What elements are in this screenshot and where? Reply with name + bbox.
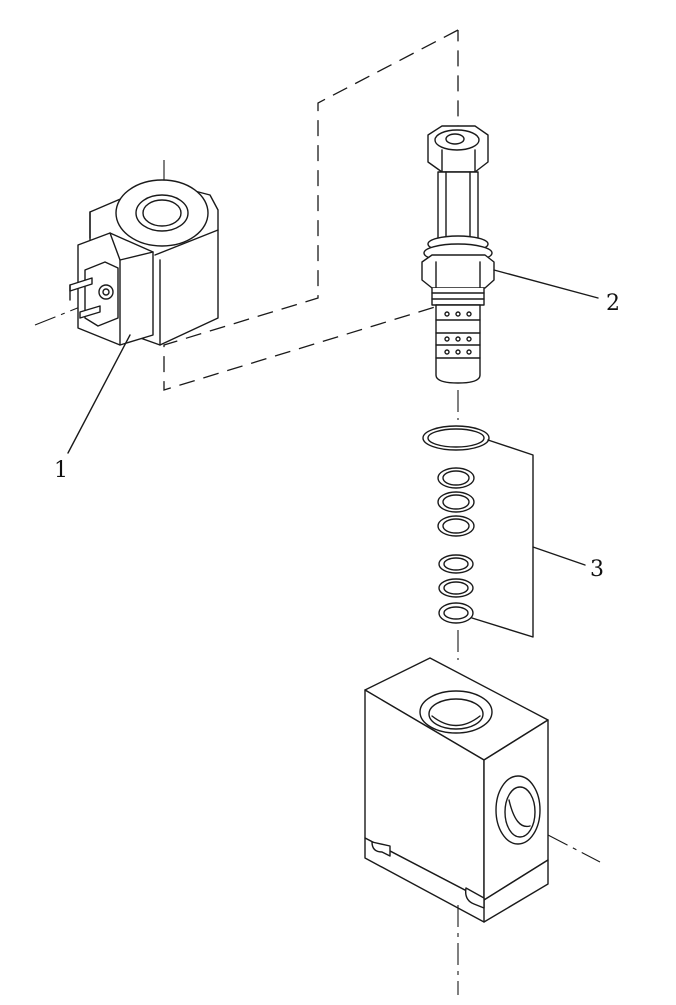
callout-2-label: 2 [606, 291, 620, 316]
callout-3-label: 3 [590, 557, 604, 582]
solenoid-coil [34, 160, 219, 454]
assembly-guide-line [163, 29, 459, 391]
callout-1-label: 1 [54, 458, 68, 483]
manifold-block [364, 657, 601, 995]
seal-kit [422, 425, 586, 660]
cartridge-valve [421, 125, 599, 420]
